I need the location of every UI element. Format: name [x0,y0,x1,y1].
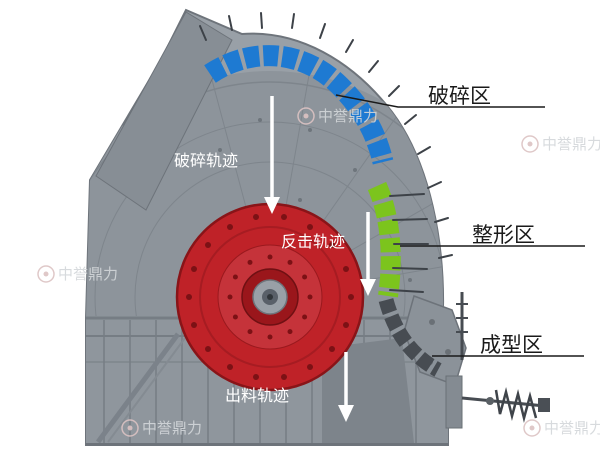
watermark-logo-icon [121,419,139,437]
casing-bolts [199,12,453,259]
crushing-trajectory-arrow [264,96,280,214]
forming-zone-label: 成型区 [480,333,543,357]
watermark: 中誉鼎力 [297,107,378,125]
watermark-logo-icon [523,419,541,437]
rotor [175,202,365,392]
watermark-text: 中誉鼎力 [318,108,378,125]
trajectory-arrows [264,96,376,422]
zone-leader-lines [335,94,585,357]
crushing-trajectory-label: 破碎轨迹 [174,152,238,170]
watermark-text: 中誉鼎力 [544,420,600,437]
shaping-zone-bolts [389,193,429,293]
watermark: 中誉鼎力 [523,419,600,437]
watermark-logo-icon [37,265,55,283]
watermark-logo-icon [297,107,315,125]
rebound-trajectory-arrow [360,212,376,296]
rebound-trajectory-label: 反击轨迹 [281,233,345,251]
discharge-trajectory-arrow [338,352,354,422]
tension-rod [456,292,468,360]
spring-assembly [445,375,550,429]
shaping-zone-band [367,181,401,298]
shaping-zone-label: 整形区 [472,223,535,247]
crushing-zone-leader [335,94,545,108]
forming-zone-band [378,297,442,377]
watermark-text: 中誉鼎力 [542,136,600,153]
rotor-inner-bolts [227,254,313,340]
crushing-zone-band [204,45,394,165]
watermarks: 中誉鼎力 中誉鼎力 中誉鼎力 中誉鼎力 中誉鼎力 [37,107,600,437]
watermark-text: 中誉鼎力 [58,266,118,283]
crushing-zone-label: 破碎区 [428,84,491,108]
watermark: 中誉鼎力 [37,265,118,283]
feed-hopper-plate [95,11,233,211]
rotor-outer-bolts [186,214,354,380]
discharge-trajectory-label: 出料轨迹 [225,387,289,405]
watermark: 中誉鼎力 [121,419,202,437]
watermark-text: 中誉鼎力 [142,420,202,437]
watermark-logo-icon [521,135,539,153]
watermark: 中誉鼎力 [521,135,600,153]
